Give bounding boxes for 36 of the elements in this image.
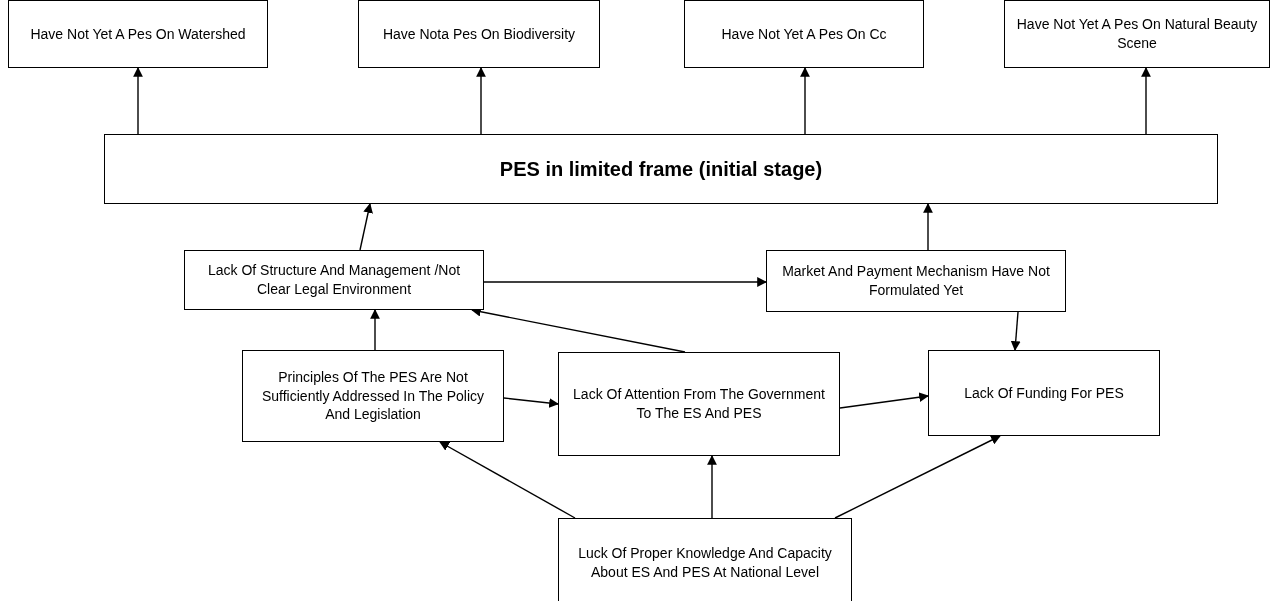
arrow xyxy=(839,392,929,409)
box-text: Have Nota Pes On Biodiversity xyxy=(382,24,576,44)
arrow xyxy=(1141,67,1151,135)
arrow xyxy=(923,203,933,251)
arrow xyxy=(476,67,486,135)
process-box xyxy=(558,352,840,456)
process-box xyxy=(358,0,600,68)
arrow xyxy=(503,397,559,408)
arrow xyxy=(707,455,717,519)
arrow xyxy=(359,203,373,251)
arrow xyxy=(1010,311,1021,351)
box-text: Lack Of Structure And Management /Not Clear Legal Environment xyxy=(206,261,462,299)
arrow xyxy=(133,67,143,135)
box-text: Principles Of The PES Are Not Sufficiently Addressed In The Policy And Legislation xyxy=(260,367,486,425)
arrow xyxy=(834,435,1001,519)
main-box xyxy=(104,134,1218,204)
process-box xyxy=(766,250,1066,312)
box-text: Lack Of Attention From The Government To The ES And PES xyxy=(572,385,826,423)
box-text: PES in limited frame (initial stage) xyxy=(499,156,823,182)
arrow xyxy=(483,277,767,287)
arrow xyxy=(370,309,380,351)
box-text: Luck Of Proper Knowledge And Capacity About ES And PES At National Level xyxy=(577,544,833,582)
process-box xyxy=(558,518,852,601)
box-text: Lack Of Funding For PES xyxy=(964,383,1124,403)
process-box xyxy=(1004,0,1270,68)
process-box xyxy=(242,350,504,442)
process-box xyxy=(928,350,1160,436)
box-text: Have Not Yet A Pes On Cc xyxy=(721,24,887,44)
box-text: Have Not Yet A Pes On Watershed xyxy=(30,24,246,44)
box-text: Market And Payment Mechanism Have Not Formulated Yet xyxy=(781,262,1051,300)
arrow xyxy=(439,441,576,519)
box-text: Have Not Yet A Pes On Natural Beauty Scene xyxy=(1015,15,1259,53)
arrow xyxy=(800,67,810,135)
process-box xyxy=(8,0,268,68)
process-box xyxy=(184,250,484,310)
process-box xyxy=(684,0,924,68)
